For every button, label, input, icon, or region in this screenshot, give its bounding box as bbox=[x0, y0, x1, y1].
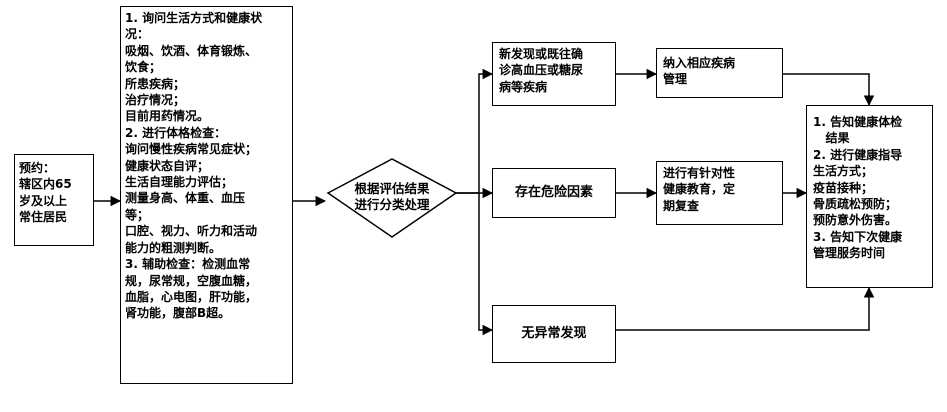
appointment-line: 预约： bbox=[19, 161, 56, 175]
arrow-decision-to-disease bbox=[456, 68, 494, 194]
assessment-line: 测量身高、体重、血压 bbox=[125, 191, 246, 206]
risk-label: 存在危险因素 bbox=[514, 184, 593, 200]
risk-branch-box: 存在危险因素 bbox=[492, 168, 616, 218]
normal-label: 无异常发现 bbox=[521, 325, 587, 341]
assessment-line: 血脂，心电图，肝功能， bbox=[125, 289, 258, 304]
education-line: 健康教育，定 bbox=[663, 182, 736, 197]
final-line: 3. 告知下次健康 bbox=[813, 229, 903, 244]
education-line: 期复查 bbox=[663, 198, 700, 213]
education-line: 进行有针对性 bbox=[663, 166, 736, 180]
health-education-box: 进行有针对性 健康教育，定 期复查 bbox=[656, 161, 783, 225]
assessment-line: 询问慢性疾病常见症状； bbox=[125, 142, 258, 157]
assessment-line: 1. 询问生活方式和健康状 bbox=[125, 11, 263, 25]
arrow-decision-to-normal bbox=[478, 193, 494, 336]
normal-branch-box: 无异常发现 bbox=[492, 305, 616, 363]
appointment-box: 预约： 辖区内65 岁及以上 常住居民 bbox=[14, 154, 94, 246]
final-line: 结果 bbox=[813, 131, 850, 146]
assessment-line: 健康状态自评； bbox=[125, 158, 210, 173]
final-line: 2. 进行健康指导 bbox=[813, 147, 903, 162]
assessment-line: 2. 进行体格检查： bbox=[125, 125, 227, 140]
management-line: 管理 bbox=[663, 72, 688, 87]
final-line: 管理服务时间 bbox=[813, 246, 886, 261]
assessment-line: 规，尿常规，空腹血糖， bbox=[125, 273, 258, 288]
assessment-line: 生活自理能力评估； bbox=[125, 175, 234, 190]
arrow-management-to-final bbox=[783, 73, 875, 107]
assessment-line: 肾功能，腹部B超。 bbox=[125, 306, 231, 321]
assessment-line: 等； bbox=[125, 207, 150, 222]
assessment-line: 治疗情况； bbox=[125, 93, 186, 108]
assessment-line: 所患疾病； bbox=[125, 76, 186, 91]
disease-line: 诊高血压或糖尿 bbox=[499, 63, 584, 78]
final-line: 预防意外伤害。 bbox=[813, 213, 898, 228]
appointment-line: 辖区内65 bbox=[19, 177, 72, 192]
assessment-line: 饮食； bbox=[125, 60, 162, 75]
management-line: 纳入相应疾病 bbox=[663, 56, 736, 70]
assessment-line: 口腔、视力、听力和活动 bbox=[125, 224, 258, 239]
final-line: 疫苗接种； bbox=[813, 180, 874, 195]
final-line: 1. 告知健康体检 bbox=[813, 115, 903, 129]
appointment-line: 常住居民 bbox=[19, 210, 68, 225]
disease-line: 新发现或既往确 bbox=[499, 47, 584, 61]
assessment-line: 吸烟、饮酒、体育锻炼、 bbox=[125, 43, 258, 58]
appointment-line: 岁及以上 bbox=[19, 193, 68, 208]
assessment-box: 1. 询问生活方式和健康状 况： 吸烟、饮酒、体育锻炼、 饮食； 所患疾病； 治… bbox=[120, 6, 293, 384]
final-line: 骨质疏松预防； bbox=[813, 197, 898, 212]
disease-line: 病等疾病 bbox=[499, 79, 548, 94]
assessment-line: 3. 辅助检查：检测血常 bbox=[125, 257, 251, 272]
disease-branch-box: 新发现或既往确 诊高血压或糖尿 病等疾病 bbox=[492, 42, 616, 106]
arrow-normal-to-final bbox=[616, 286, 875, 331]
assessment-line: 况： bbox=[125, 27, 150, 42]
final-line: 生活方式； bbox=[813, 164, 874, 179]
decision-line: 进行分类处理 bbox=[354, 197, 430, 212]
final-guidance-box: 1. 告知健康体检 结果 2. 进行健康指导 生活方式； 疫苗接种； 骨质疏松预… bbox=[806, 105, 933, 288]
disease-management-box: 纳入相应疾病 管理 bbox=[656, 48, 783, 98]
assessment-line: 目前用药情况。 bbox=[125, 109, 210, 124]
assessment-line: 能力的粗测判断。 bbox=[125, 240, 222, 255]
decision-line: 根据评估结果 bbox=[354, 181, 430, 196]
decision-label: 根据评估结果 进行分类处理 bbox=[340, 181, 444, 213]
